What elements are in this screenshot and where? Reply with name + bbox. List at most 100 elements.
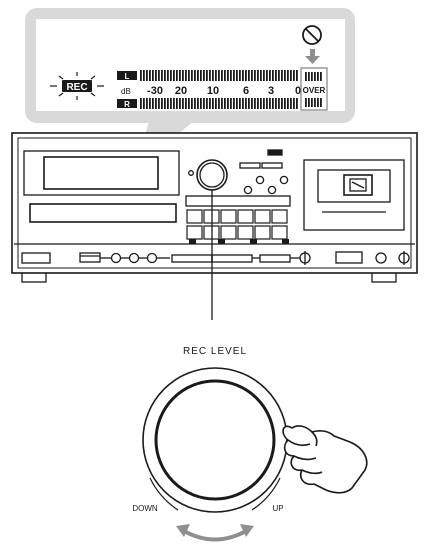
over-segment (308, 98, 310, 107)
meter-segment (188, 70, 190, 81)
meter-segment (281, 98, 283, 109)
meter-segment (272, 98, 274, 109)
meter-segment (149, 70, 151, 81)
level-meter (117, 67, 328, 111)
meter-segment (170, 98, 172, 109)
meter-segment (266, 98, 268, 109)
meter-segment (254, 70, 256, 81)
channel-right-label: R (124, 100, 130, 109)
meter-segment (227, 70, 229, 81)
meter-scale-label: 20 (175, 85, 187, 97)
transport-button[interactable] (254, 225, 271, 240)
meter-segment (206, 98, 208, 109)
transport-button[interactable] (220, 209, 237, 224)
meter-segment (275, 98, 277, 109)
meter-segment (143, 70, 145, 81)
meter-segment (242, 98, 244, 109)
meter-segment (218, 70, 220, 81)
meter-segment (203, 70, 205, 81)
meter-segment (158, 98, 160, 109)
transport-button[interactable] (237, 225, 254, 240)
channel-left-label: L (125, 72, 130, 81)
meter-segment (281, 70, 283, 81)
transport-button[interactable] (237, 209, 254, 224)
meter-segment (248, 98, 250, 109)
meter-segment (284, 70, 286, 81)
meter-segment (140, 70, 142, 81)
transport-button[interactable] (271, 225, 288, 240)
meter-segment (167, 98, 169, 109)
meter-segment (194, 70, 196, 81)
over-segment (305, 98, 307, 107)
meter-segment (215, 98, 217, 109)
meter-segment (182, 98, 184, 109)
transport-button[interactable] (254, 209, 271, 224)
transport-button[interactable] (186, 209, 203, 224)
meter-segment (230, 70, 232, 81)
meter-segment (161, 70, 163, 81)
meter-segment (287, 70, 289, 81)
bottom-indicators (189, 239, 289, 244)
meter-segment (185, 98, 187, 109)
meter-bottom-segments (140, 98, 298, 109)
meter-segment (293, 70, 295, 81)
meter-segment (224, 98, 226, 109)
meter-segment (221, 70, 223, 81)
over-segment (317, 98, 319, 107)
over-segment (314, 98, 316, 107)
rec-indicator (50, 72, 104, 100)
meter-segment (263, 70, 265, 81)
meter-segment (233, 70, 235, 81)
indicator-block (250, 239, 257, 244)
meter-segment (212, 70, 214, 81)
rotate-arrow-icon (182, 529, 248, 542)
display-callout (25, 8, 355, 168)
rec-badge-label: REC (66, 82, 87, 93)
transport-button[interactable] (271, 209, 288, 224)
meter-scale-label: 3 (268, 85, 274, 97)
indicator-block (189, 239, 196, 244)
meter-segment (164, 70, 166, 81)
meter-segment (260, 98, 262, 109)
meter-segment (245, 70, 247, 81)
meter-segment (176, 70, 178, 81)
meter-segment (239, 98, 241, 109)
meter-segment (233, 98, 235, 109)
meter-segment (143, 98, 145, 109)
meter-segment (224, 70, 226, 81)
meter-scale-label: -30 (147, 85, 163, 97)
meter-segment (263, 98, 265, 109)
meter-segment (230, 98, 232, 109)
indicator-block (218, 239, 225, 244)
meter-segment (236, 98, 238, 109)
transport-button[interactable] (220, 225, 237, 240)
rec-level-knob[interactable] (142, 367, 288, 513)
meter-scale-label: 10 (207, 85, 219, 97)
up-label: UP (272, 504, 283, 513)
down-arrow-icon (305, 49, 320, 64)
channel-left-box (117, 71, 137, 80)
meter-segment (221, 98, 223, 109)
meter-segment (266, 70, 268, 81)
meter-segment (239, 70, 241, 81)
meter-segment (182, 70, 184, 81)
hand-icon (282, 425, 368, 494)
meter-segment (212, 98, 214, 109)
meter-segment (167, 70, 169, 81)
meter-segment (272, 70, 274, 81)
over-segment (308, 72, 310, 81)
db-label: dB (121, 87, 131, 96)
indicator-block (282, 239, 289, 244)
meter-segment (152, 98, 154, 109)
over-segment (317, 72, 319, 81)
meter-segment (152, 70, 154, 81)
over-bottom-segments (305, 98, 322, 107)
meter-scale-label: 6 (243, 85, 249, 97)
over-segment (314, 72, 316, 81)
over-segment (320, 72, 322, 81)
meter-segment (158, 70, 160, 81)
meter-segment (173, 70, 175, 81)
meter-segment (170, 70, 172, 81)
